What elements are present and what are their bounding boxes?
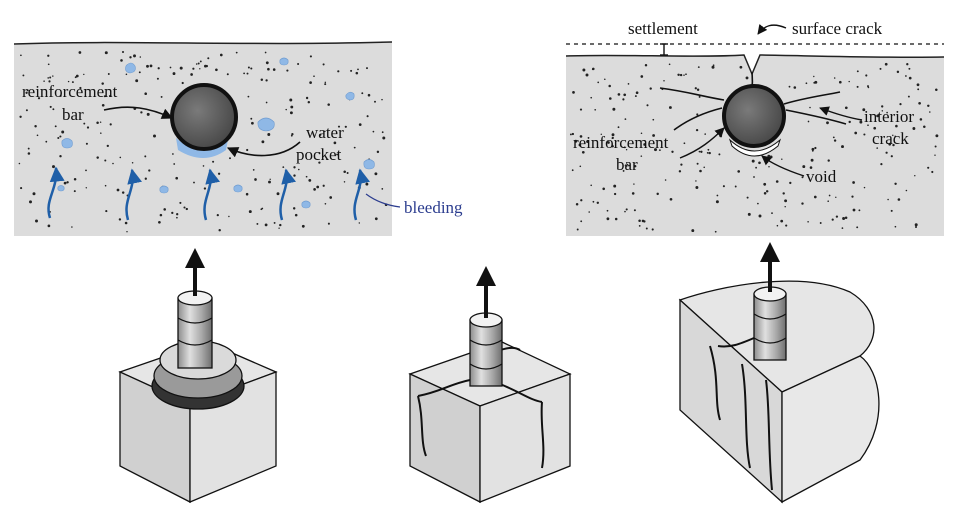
label-bar-right: bar	[616, 155, 638, 174]
surface-crack-leader	[757, 24, 787, 35]
half-cyl-cracks	[709, 337, 773, 491]
specimen-splitting-cube	[408, 266, 572, 504]
split-cracks	[417, 346, 545, 469]
reinforcement-leader-right	[679, 127, 725, 159]
water-pocket	[176, 138, 228, 158]
reinforcement-bar-left	[170, 83, 238, 151]
void	[728, 138, 782, 157]
bleeding-arrows	[47, 166, 370, 221]
label-surface-crack: surface crack	[792, 19, 883, 38]
water-pocket-leader	[226, 141, 301, 158]
label-pocket: pocket	[296, 145, 342, 164]
label-interior: interior	[864, 107, 914, 126]
left-section-panel: reinforcement bar water pocket bleeding	[13, 41, 463, 236]
label-void: void	[806, 167, 837, 186]
label-crack: crack	[872, 129, 909, 148]
label-reinforcement-right: reinforcement	[573, 133, 669, 152]
cube2-right	[479, 373, 571, 503]
specimen-half-cylinder	[678, 242, 880, 504]
interior-crack-leader	[819, 106, 863, 121]
bar-shaft-3	[753, 293, 787, 361]
water-droplets	[57, 57, 375, 209]
label-water: water	[306, 123, 344, 142]
half-cyl-side	[781, 355, 880, 504]
bar-shaft-1	[177, 297, 213, 369]
aggregate-dots-right	[569, 62, 939, 233]
label-bar-left: bar	[62, 105, 84, 124]
label-reinforcement-left: reinforcement	[22, 82, 118, 101]
settlement-marker	[660, 43, 668, 56]
bleeding-leader	[365, 193, 401, 208]
bar-shaft-2	[469, 319, 503, 387]
specimen-cone-pullout	[118, 248, 278, 504]
label-settlement: settlement	[628, 19, 698, 38]
label-bleeding: bleeding	[404, 198, 463, 217]
right-section-panel: settlement surface crack interior crack …	[565, 19, 945, 236]
reinforcement-leader-left	[103, 106, 174, 119]
void-leader	[761, 155, 805, 177]
reinforcement-bar-right	[722, 84, 786, 148]
left-top-surface	[13, 41, 393, 45]
interior-cracks	[659, 71, 847, 131]
